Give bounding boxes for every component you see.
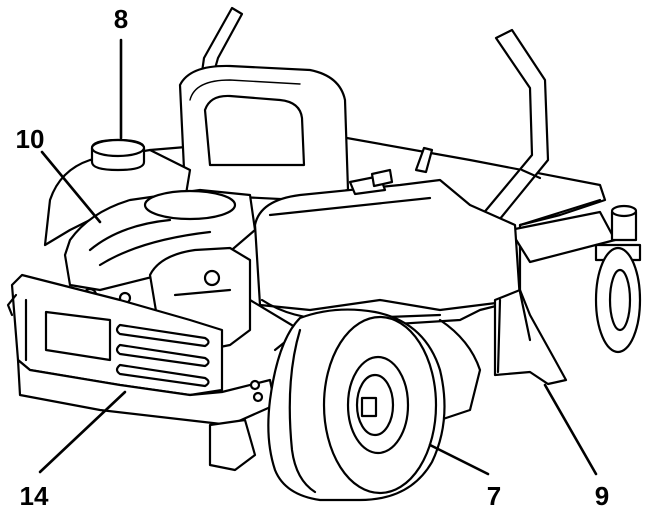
rear-wheel: [267, 308, 446, 502]
callout-10: 10: [16, 124, 45, 154]
front-bumper: [6, 273, 277, 427]
seat: [178, 64, 350, 202]
callout-14: 14: [20, 481, 49, 511]
body-console: [253, 146, 522, 321]
leader-line-10: [40, 150, 102, 224]
fuel-tank: [43, 138, 192, 247]
leader-line-9: [543, 383, 598, 476]
leader-line-14: [38, 390, 127, 474]
discharge-chute: [493, 288, 568, 386]
callout-7: 7: [487, 481, 501, 511]
leader-line-7: [428, 443, 490, 476]
lower-frame: [208, 318, 482, 472]
callout-9: 9: [595, 481, 609, 511]
callout-labels: 8 10 14 7 9: [16, 4, 610, 511]
leader-lines: [38, 38, 598, 476]
caster-wheel: [594, 204, 642, 354]
callout-8: 8: [114, 4, 128, 34]
